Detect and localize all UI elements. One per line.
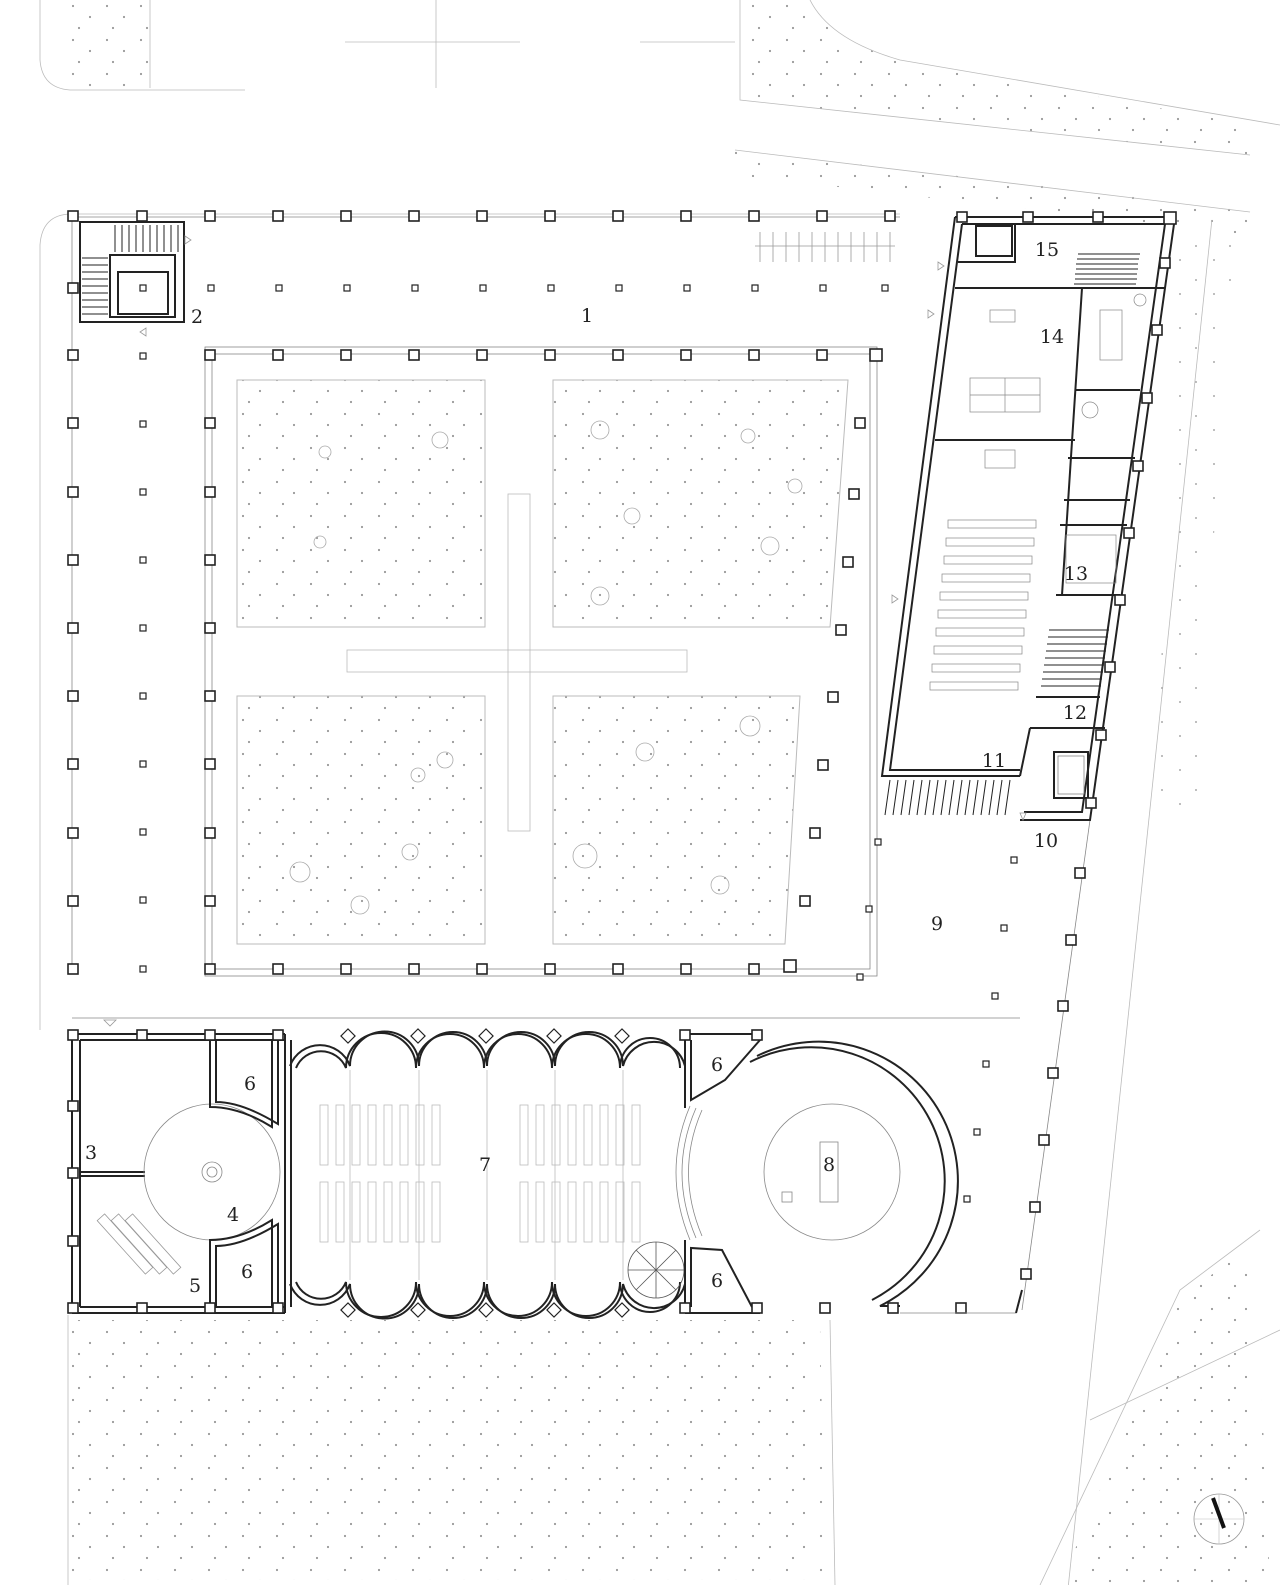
north-arrow-icon — [1193, 1493, 1245, 1545]
label-6b: 6 — [241, 1261, 253, 1283]
room-labels: 1 2 3 4 5 6 6 6 6 7 8 9 10 11 12 13 14 1… — [85, 239, 1088, 1297]
auditorium-seats — [929, 449, 1117, 691]
colonnade-columns — [67, 210, 896, 975]
chapel-building — [67, 1028, 967, 1320]
forecourt — [856, 819, 1091, 1314]
bicycle-rack — [755, 232, 895, 262]
label-9: 9 — [931, 913, 943, 935]
label-7: 7 — [479, 1154, 491, 1176]
label-6d: 6 — [711, 1270, 723, 1292]
entry-markers — [103, 235, 1027, 1027]
site-context — [39, 0, 1280, 1585]
label-15: 15 — [1035, 239, 1059, 261]
label-12: 12 — [1063, 702, 1087, 724]
label-8: 8 — [823, 1154, 835, 1176]
office-furniture — [969, 293, 1147, 419]
label-13: 13 — [1064, 563, 1088, 585]
label-6c: 6 — [711, 1054, 723, 1076]
label-3: 3 — [85, 1142, 97, 1164]
pews — [319, 1104, 641, 1243]
buttress-piers — [340, 1028, 630, 1318]
label-1: 1 — [581, 305, 593, 327]
label-2: 2 — [191, 306, 203, 328]
inner-columns — [139, 284, 889, 973]
label-4: 4 — [227, 1204, 239, 1226]
east-wing — [880, 211, 1177, 821]
chapel-columns — [67, 1029, 967, 1314]
label-5: 5 — [189, 1275, 201, 1297]
label-11: 11 — [982, 750, 1006, 772]
stair-2 — [79, 221, 185, 323]
label-10: 10 — [1034, 830, 1058, 852]
label-6a: 6 — [244, 1073, 256, 1095]
colonnade-cloister — [67, 210, 1020, 1019]
courtyard-gardens — [236, 379, 849, 945]
spiral-stair — [627, 1241, 685, 1299]
label-14: 14 — [1040, 326, 1064, 348]
